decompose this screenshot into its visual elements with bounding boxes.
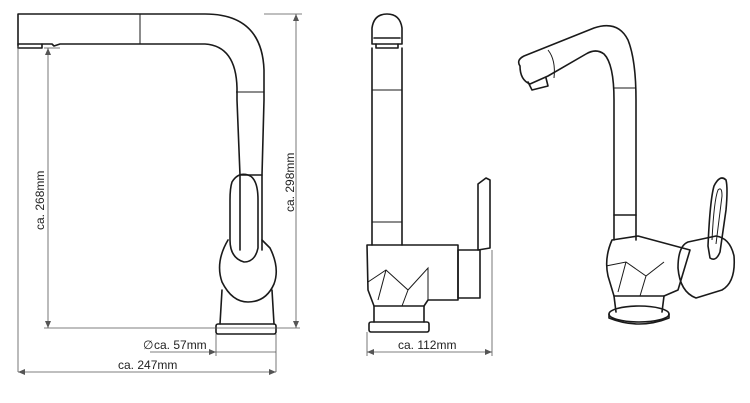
persp-base-plate xyxy=(608,305,670,323)
front-base-neck xyxy=(373,305,425,323)
side-base-plate xyxy=(215,323,277,335)
perspective-view xyxy=(517,24,736,325)
front-handle-lever xyxy=(477,177,491,251)
persp-base-plate-edge xyxy=(608,313,670,325)
front-body-facet xyxy=(367,266,429,307)
side-base-neck xyxy=(219,289,275,325)
front-outlet xyxy=(373,37,401,49)
diameter-symbol: ∅ xyxy=(143,338,153,352)
front-spout-head xyxy=(371,13,403,45)
dim-label-57: ca. 57mm xyxy=(154,338,207,352)
front-body xyxy=(366,244,459,307)
persp-body-facet xyxy=(605,261,665,297)
dimension-lines xyxy=(17,13,302,375)
side-spout-arm xyxy=(17,13,265,176)
persp-handle-lever xyxy=(707,177,728,260)
persp-spout-joint xyxy=(547,49,555,79)
dim-label-247: ca. 247mm xyxy=(118,358,177,372)
persp-spout xyxy=(517,24,637,216)
front-dimension xyxy=(366,250,493,356)
dim-label-112: ca. 112mm xyxy=(398,338,456,352)
side-view xyxy=(17,13,278,335)
persp-body xyxy=(605,235,691,297)
persp-lever-inner xyxy=(711,188,723,245)
persp-cartridge xyxy=(677,235,736,299)
side-handle-lever xyxy=(229,173,259,263)
front-view xyxy=(366,13,491,333)
front-base-plate xyxy=(368,321,430,333)
front-column xyxy=(371,47,403,246)
dim-label-268: ca. 268mm xyxy=(33,171,47,230)
persp-outlet xyxy=(527,77,549,91)
dim-label-298: ca. 298mm xyxy=(283,153,297,212)
side-body xyxy=(218,239,278,303)
front-cartridge xyxy=(457,249,481,299)
side-lower-column xyxy=(239,174,263,251)
persp-base-neck xyxy=(613,295,665,313)
